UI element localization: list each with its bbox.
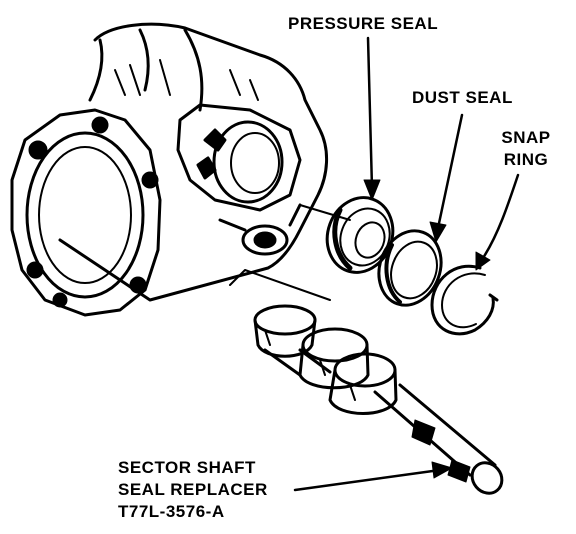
dust-seal bbox=[377, 229, 443, 307]
guide-line bbox=[229, 269, 331, 301]
tool-label-line3: T77L-3576-A bbox=[118, 502, 225, 521]
dust-seal-arrowhead bbox=[429, 221, 447, 243]
snap-ring bbox=[430, 264, 499, 336]
snap-ring-label-line2: RING bbox=[503, 150, 549, 169]
dust-seal-leader bbox=[436, 113, 464, 230]
pressure-seal-leader bbox=[366, 36, 374, 190]
tool-label-line1: SECTOR SHAFT bbox=[118, 458, 256, 477]
tool-leader bbox=[293, 468, 442, 492]
guide-line bbox=[299, 204, 351, 221]
leader-lines bbox=[293, 36, 520, 492]
pressure-seal bbox=[325, 196, 395, 274]
snap-ring-leader bbox=[481, 173, 520, 260]
gear-housing bbox=[10, 22, 329, 317]
pressure-seal-label: PRESSURE SEAL bbox=[288, 14, 439, 33]
tool-arrowhead bbox=[431, 461, 453, 479]
seal-replacer-tool bbox=[253, 304, 504, 495]
pressure-seal-arrowhead bbox=[363, 179, 381, 201]
tool-label-line2: SEAL REPLACER bbox=[118, 480, 268, 499]
snap-ring-arrowhead bbox=[475, 251, 491, 271]
dust-seal-label: DUST SEAL bbox=[412, 88, 513, 107]
snap-ring-label-line1: SNAP bbox=[501, 128, 551, 147]
